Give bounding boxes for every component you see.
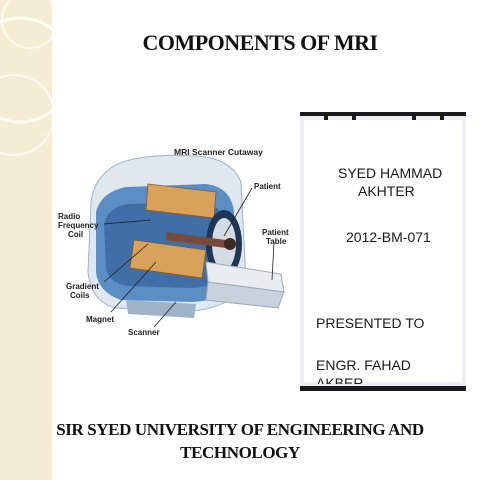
- footer-university-line1: SIR SYED UNIVERSITY OF ENGINEERING AND: [56, 420, 424, 439]
- slide-title: COMPONENTS OF MRI: [142, 30, 378, 55]
- roll-number: 2012-BM-071: [346, 229, 431, 245]
- presenter-panel-body: SYED HAMMAD AKHTER 2012-BM-071 PRESENTED…: [304, 120, 462, 384]
- teacher-name-line2: AKBER: [316, 375, 364, 391]
- label-radio-frequency-coil-line1: Radio: [58, 212, 81, 221]
- footer-university-line2: TECHNOLOGY: [180, 443, 300, 462]
- label-gradient-coils-line1: Gradient: [66, 282, 99, 291]
- label-radio-frequency-coil-line3: Coil: [68, 230, 84, 239]
- label-patient-table-line1: Patient: [262, 228, 289, 237]
- label-scanner: Scanner: [128, 328, 160, 337]
- label-patient-table-line2: Table: [266, 237, 287, 246]
- label-patient: Patient: [254, 182, 281, 191]
- mri-scanner-illustration: [87, 154, 285, 328]
- presenter-name-line1: SYED HAMMAD: [338, 165, 443, 181]
- label-patient-table: Patient Table: [262, 228, 289, 246]
- label-gradient-coils: Gradient Coils: [66, 282, 99, 300]
- presented-to-label: PRESENTED TO: [316, 315, 425, 331]
- presenter-name-line2: AKHTER: [358, 183, 415, 199]
- label-radio-frequency-coil: Radio Frequency Coil: [58, 212, 98, 239]
- presenter-panel: SYED HAMMAD AKHTER 2012-BM-071 PRESENTED…: [300, 112, 466, 391]
- mri-cutaway-figure: MRI Scanner Cutaway Patient Radio Freque…: [56, 132, 296, 352]
- label-radio-frequency-coil-line2: Frequency: [58, 221, 99, 230]
- label-magnet: Magnet: [86, 315, 114, 324]
- figure-caption: MRI Scanner Cutaway: [174, 147, 263, 157]
- teacher-name-line1: ENGR. FAHAD: [316, 357, 411, 373]
- label-gradient-coils-line2: Coils: [70, 291, 90, 300]
- decorative-side-strip: [0, 0, 52, 480]
